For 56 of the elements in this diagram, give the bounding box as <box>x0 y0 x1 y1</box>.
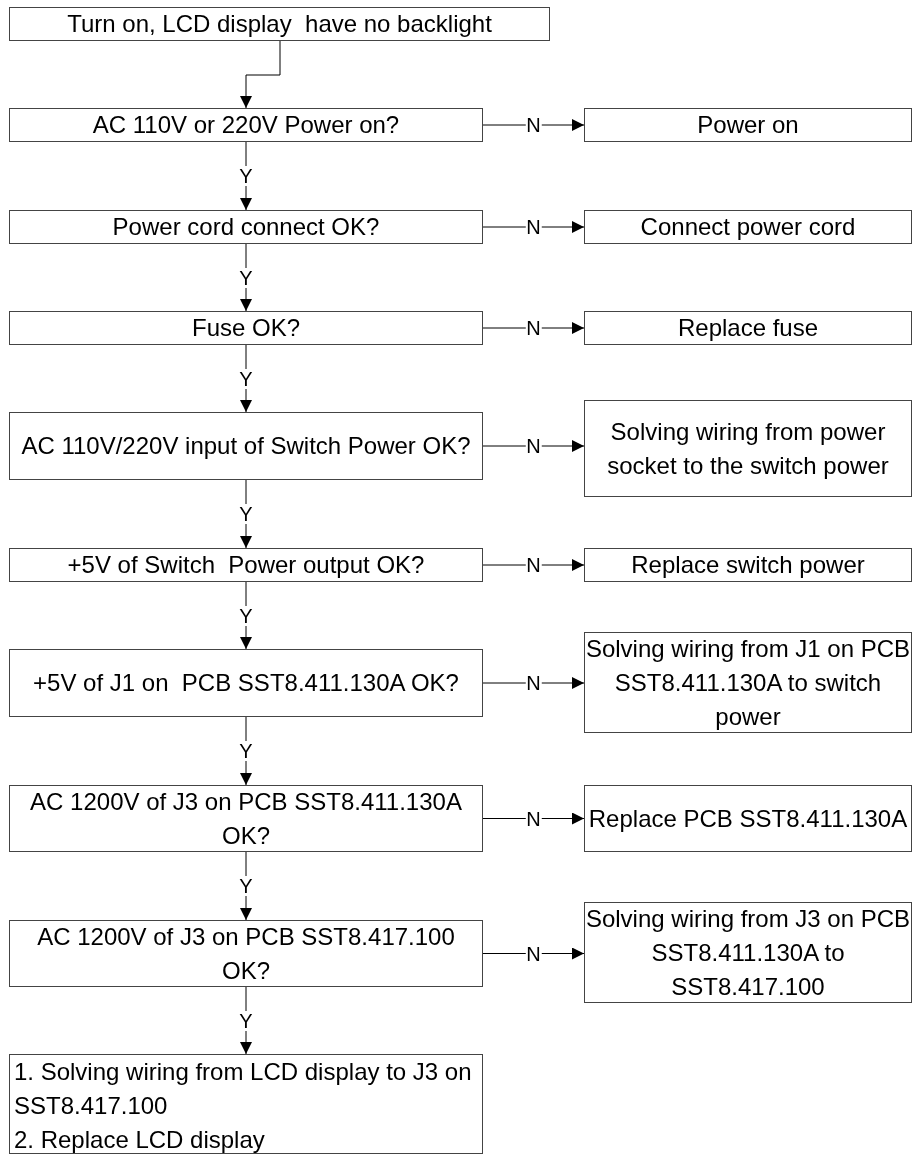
process-box <box>9 649 483 717</box>
process-box <box>9 210 483 244</box>
box-text: AC 110V/220V input of Switch Power OK? <box>21 431 471 461</box>
box-text: Turn on, LCD display have no backlight <box>67 9 492 39</box>
edge-label: Y <box>238 605 254 626</box>
arrow <box>482 221 585 233</box>
edge-label: Y <box>238 741 254 761</box>
process-box <box>9 1054 483 1154</box>
edge-label: Y <box>238 166 254 186</box>
process-box <box>9 108 483 142</box>
process-box <box>584 210 912 244</box>
process-box <box>584 785 912 852</box>
box-text: Solving wiring from J3 on PCB SST8.411.130A to SST8.417.100 <box>585 903 911 1002</box>
box-text: 1. Solving wiring from LCD display to J3 on SST8.417.100 <box>14 1057 473 1121</box>
arrow <box>482 119 585 131</box>
box-text: Solving wiring from power socket to the switch power <box>606 416 890 481</box>
box-text: +5V of J1 on PCB SST8.411.130A OK? <box>33 668 459 698</box>
arrow <box>482 947 585 960</box>
box-text: Replace switch power <box>631 550 865 580</box>
process-box <box>9 311 483 345</box>
process-box <box>584 311 912 345</box>
edge-label: N <box>525 555 542 575</box>
arrow <box>482 440 585 452</box>
arrow <box>240 40 281 109</box>
process-box <box>9 548 483 582</box>
box-text: Solving wiring from J1 on PCB SST8.411.130A to switch power <box>585 633 911 732</box>
edge-label: Y <box>238 267 254 288</box>
arrow <box>482 322 585 334</box>
process-box <box>9 7 550 41</box>
process-box <box>584 400 912 497</box>
arrow <box>482 677 585 689</box>
box-text: Replace fuse <box>677 313 819 343</box>
edge-label: N <box>525 436 542 456</box>
edge-label: N <box>525 115 542 135</box>
edge-label: Y <box>238 1010 254 1031</box>
process-box <box>584 548 912 582</box>
box-text: Connect power cord <box>640 212 856 242</box>
box-text: AC 1200V of J3 on PCB SST8.411.130A OK? <box>29 786 463 851</box>
edge-label: Y <box>238 504 254 524</box>
process-box <box>9 412 483 480</box>
box-text: AC 1200V of J3 on PCB SST8.417.100 OK? <box>36 921 456 986</box>
edge-label: N <box>525 217 542 237</box>
edge-label: N <box>525 673 542 693</box>
edge-label: Y <box>238 368 254 389</box>
arrow <box>482 812 585 825</box>
box-text: AC 110V or 220V Power on? <box>92 110 400 140</box>
box-text: Fuse OK? <box>191 313 300 343</box>
arrow <box>482 559 585 571</box>
box-text: Power cord connect OK? <box>112 212 380 242</box>
edge-label: N <box>525 318 542 338</box>
box-text: Power on <box>697 110 799 140</box>
edge-label: Y <box>238 876 254 896</box>
box-text: 2. Replace LCD display <box>14 1125 265 1155</box>
process-box <box>584 108 912 142</box>
box-text: +5V of Switch Power output OK? <box>67 550 425 580</box>
box-text: Replace PCB SST8.411.130A <box>588 803 908 834</box>
